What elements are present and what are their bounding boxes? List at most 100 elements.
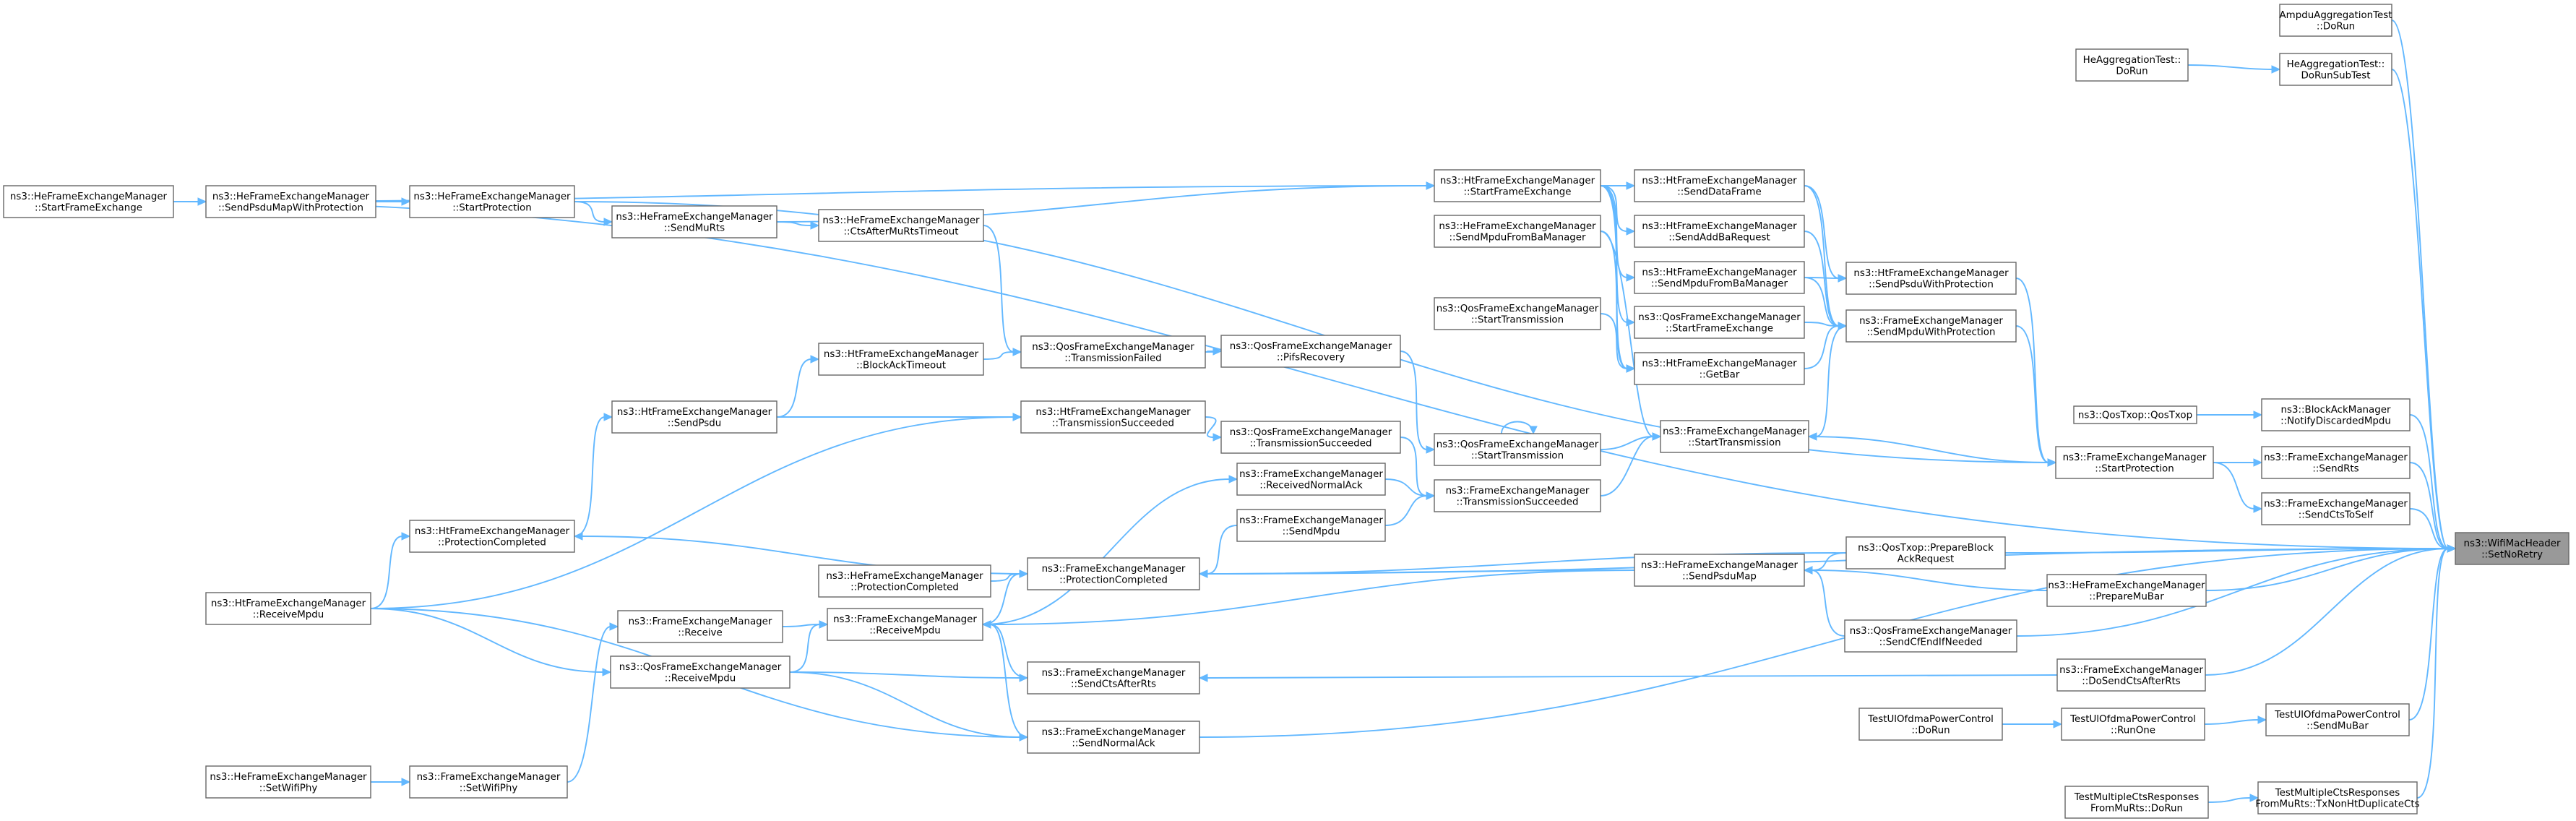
node-label-line: ns3::HeFrameExchangeManager [1439,221,1596,232]
node-box [617,610,783,643]
edge-fem-sendrts-to-root [2409,462,2457,553]
node-fem-dosendcts[interactable]: ns3::FrameExchangeManager::DoSendCtsAfte… [2056,658,2206,692]
node-label-line: ::SendMpduFromBaManager [1449,232,1586,243]
edge-hefem-sendmpdubam-to-fem-starttx [1600,231,1662,441]
node-hefem-startprot[interactable]: ns3::HeFrameExchangeManager::StartProtec… [409,185,575,218]
edge-qosfem-recvmpdu-to-fem-recvmpdu [789,620,829,673]
node-heagg-sub[interactable]: HeAggregationTest::DoRunSubTest [2279,53,2392,86]
node-ul-runone[interactable]: TestUlOfdmaPowerControl::RunOne [2061,708,2205,741]
node-label-line: ::SendPsdu [668,418,722,429]
node-heagg-run[interactable]: HeAggregationTest::DoRun [2075,48,2189,82]
node-label-line: ::ProtectionCompleted [1059,575,1168,585]
node-box [1434,433,1601,466]
node-fem-sendmpdu[interactable]: ns3::FrameExchangeManager::SendMpdu [1236,509,1386,542]
node-box [1634,169,1805,202]
node-label-line: ns3::QosTxop::QosTxop [2078,410,2192,421]
node-label-line: ::SendPsduMapWithProtection [218,202,363,213]
node-label-line: ns3::WifiMacHeader [2464,538,2561,549]
node-box [610,655,791,689]
node-ampdu[interactable]: AmpduAggregationTest::DoRun [2279,4,2392,37]
node-fem-setwifiphy[interactable]: ns3::FrameExchangeManager::SetWifiPhy [409,765,568,799]
node-qostxop[interactable]: ns3::QosTxop::QosTxop [2073,405,2197,424]
node-box [1434,297,1601,330]
node-label-line: ns3::HtFrameExchangeManager [211,598,366,609]
node-label-line: ::TransmissionFailed [1064,353,1161,364]
node-ul-dorun[interactable]: TestUlOfdmaPowerControl::DoRun [1858,708,2003,741]
node-hefem-sendpsdumap[interactable]: ns3::HeFrameExchangeManager::SendPsduMap [1634,554,1805,587]
node-fem-sendctsafter[interactable]: ns3::FrameExchangeManager::SendCtsAfterR… [1027,661,1200,695]
node-qosfem-recvmpdu[interactable]: ns3::QosFrameExchangeManager::ReceiveMpd… [610,655,791,689]
node-label-line: ::SendPsduMap [1682,571,1757,582]
node-hefem-setwifiphy[interactable]: ns3::HeFrameExchangeManager::SetWifiPhy [205,765,371,799]
node-hefem-protcompleted[interactable]: ns3::HeFrameExchangeManager::ProtectionC… [818,564,991,598]
node-qosfem-txsucc[interactable]: ns3::QosFrameExchangeManager::Transmissi… [1220,421,1401,454]
node-fem-starttx[interactable]: ns3::FrameExchangeManager::StartTransmis… [1660,420,1809,453]
node-hefem-sendpsdumapprot[interactable]: ns3::HeFrameExchangeManager::SendPsduMap… [205,185,376,218]
node-bam[interactable]: ns3::BlockAckManager::NotifyDiscardedMpd… [2261,398,2411,431]
node-ul-sendmubar[interactable]: TestUlOfdmaPowerControl::SendMuBar [2265,703,2410,736]
node-fem-sendrts[interactable]: ns3::FrameExchangeManager::SendRts [2261,446,2411,479]
node-hefem-sendmpdubam[interactable]: ns3::HeFrameExchangeManager::SendMpduFro… [1434,215,1601,248]
node-box [2075,48,2189,82]
node-label-line: ns3::QosFrameExchangeManager [1850,626,2012,637]
node-qosfem-starttx-b[interactable]: ns3::QosFrameExchangeManager::StartTrans… [1434,433,1601,466]
node-hefem-startfe[interactable]: ns3::HeFrameExchangeManager::StartFrameE… [3,185,174,218]
node-fem-cts2self[interactable]: ns3::FrameExchangeManager::SendCtsToSelf [2261,492,2411,525]
node-qosfem-txfailed[interactable]: ns3::QosFrameExchangeManager::Transmissi… [1020,335,1206,369]
node-htfem-getbar[interactable]: ns3::HtFrameExchangeManager::GetBar [1634,352,1805,385]
node-label-line: ::ReceivedNormalAck [1259,480,1363,491]
node-htfem-txsucc[interactable]: ns3::HtFrameExchangeManager::Transmissio… [1020,400,1206,434]
node-fem-startprot[interactable]: ns3::FrameExchangeManager::StartProtecti… [2055,446,2214,479]
node-label-line: ::SetWifiPhy [460,783,518,794]
node-root[interactable]: ns3::WifiMacHeader::SetNoRetry [2455,532,2569,565]
node-htfem-addba[interactable]: ns3::HtFrameExchangeManager::SendAddBaRe… [1634,215,1805,248]
node-htfem-blockack[interactable]: ns3::HtFrameExchangeManager::BlockAckTim… [818,343,984,376]
node-label-line: ::CtsAfterMuRtsTimeout [843,226,958,237]
node-label-line: ns3::FrameExchangeManager [1042,727,1186,738]
node-htfem-sendmpdubam[interactable]: ns3::HtFrameExchangeManager::SendMpduFro… [1634,261,1805,294]
node-label-line: ns3::HtFrameExchangeManager [1642,267,1797,278]
edge-htfem-sendpsdu-to-htfem-txsucc [777,413,1022,421]
node-label-line: ns3::HtFrameExchangeManager [1440,176,1595,186]
node-fem-txsucc[interactable]: ns3::FrameExchangeManager::TransmissionS… [1434,479,1601,512]
node-layer: ns3::WifiMacHeader::SetNoRetry AmpduAggre… [3,4,2569,819]
node-htfem-dataframe[interactable]: ns3::HtFrameExchangeManager::SendDataFra… [1634,169,1805,202]
node-htfem-sendpsdu[interactable]: ns3::HtFrameExchangeManager::SendPsdu [611,400,777,434]
node-fem-mpduprot[interactable]: ns3::FrameExchangeManager::SendMpduWithP… [1845,309,2017,343]
node-qosfem-cfend[interactable]: ns3::QosFrameExchangeManager::SendCfEndI… [1844,619,2017,653]
node-label-line: ::StartFrameExchange [1666,323,1773,334]
node-hefem-ctsafter[interactable]: ns3::HeFrameExchangeManager::CtsAfterMuR… [818,209,984,242]
node-box [1027,721,1200,754]
node-label-line: ns3::HtFrameExchangeManager [1853,268,2009,279]
node-box [409,520,575,553]
node-label-line: ::StartFrameExchange [1464,186,1572,197]
edge-htfem-protcompleted-to-htfem-sendpsdu [574,413,613,537]
node-fem-recvnormalack[interactable]: ns3::FrameExchangeManager::ReceivedNorma… [1236,463,1386,496]
node-label-line: ::SendRts [2312,463,2359,474]
node-htfem-psduprot[interactable]: ns3::HtFrameExchangeManager::SendPsduWit… [1845,262,2017,295]
node-label-line: ns3::HtFrameExchangeManager [617,407,772,418]
node-box [1845,262,2017,295]
node-box [611,205,777,238]
node-qosfem-pifs[interactable]: ns3::QosFrameExchangeManager::PifsRecove… [1220,335,1401,368]
node-mcts-tx[interactable]: TestMultipleCtsResponsesFromMuRts::TxNon… [2255,781,2420,814]
edge-fem-sendnormalack-to-fem-recvmpdu [981,620,1028,738]
node-box [827,608,983,641]
node-fem-receive[interactable]: ns3::FrameExchangeManager::Receive [617,610,783,643]
node-label-line: ::PrepareMuBar [2089,591,2164,602]
node-label-line: ns3::QosFrameExchangeManager [1638,312,1801,323]
edge-htfem-sendpsdu-to-htfem-blockack [776,355,820,418]
node-fem-sendnormalack[interactable]: ns3::FrameExchangeManager::SendNormalAck [1027,721,1200,754]
node-qosfem-starttx-a[interactable]: ns3::QosFrameExchangeManager::StartTrans… [1434,297,1601,330]
node-fem-recvmpdu[interactable]: ns3::FrameExchangeManager::ReceiveMpdu [827,608,983,641]
node-label-line: ::SendMpduWithProtection [1867,327,1996,338]
node-htfem-protcompleted[interactable]: ns3::HtFrameExchangeManager::ProtectionC… [409,520,575,553]
node-hefem-sendmurts[interactable]: ns3::HeFrameExchangeManager::SendMuRts [611,205,777,238]
node-htfem-recvmpdu[interactable]: ns3::HtFrameExchangeManager::ReceiveMpdu [205,592,371,625]
node-fem-protcompleted[interactable]: ns3::FrameExchangeManager::ProtectionCom… [1027,557,1200,590]
node-hefem-mubar[interactable]: ns3::HeFrameExchangeManager::PrepareMuBa… [2046,574,2207,607]
node-qosfem-startfe[interactable]: ns3::QosFrameExchangeManager::StartFrame… [1634,306,1805,339]
node-htfem-startfe[interactable]: ns3::HtFrameExchangeManager::StartFrameE… [1434,169,1601,202]
